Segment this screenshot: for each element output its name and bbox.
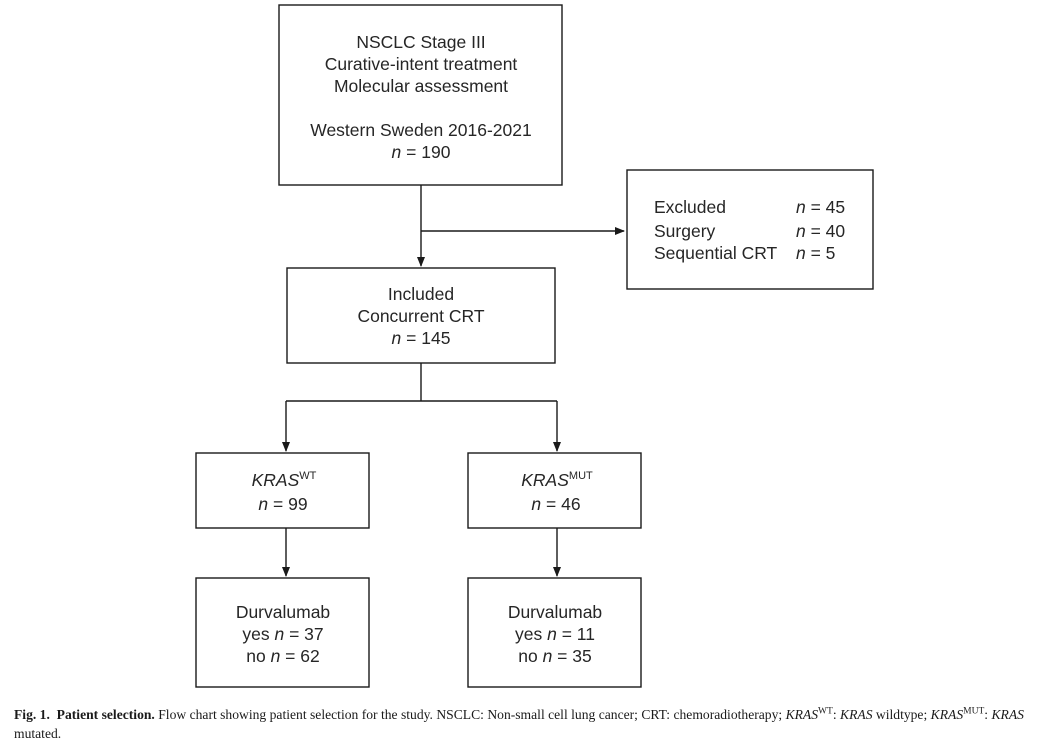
caption-text-2: : [832, 707, 841, 722]
kras-wt-title: KRASWT [252, 470, 317, 490]
caption-text-3: wildtype; [872, 707, 931, 722]
node-top: NSCLC Stage III Curative-intent treatmen… [278, 4, 563, 186]
durvalumab-wt-title: Durvalumab [236, 602, 330, 622]
caption-gene-2: KRAS [840, 707, 873, 722]
figure-label: Fig. 1. [14, 707, 50, 722]
figure-title: Patient selection. [56, 707, 155, 722]
durvalumab-mut-yes: yes n = 11 [515, 624, 595, 644]
excluded-count: n = 45 [796, 197, 845, 217]
caption-text-5: mutated. [14, 726, 62, 741]
top-line-3: Molecular assessment [334, 76, 508, 96]
excluded-label: Excluded [654, 197, 726, 217]
durvalumab-wt-yes: yes n = 37 [242, 624, 323, 644]
caption-sup-3: MUT [963, 706, 985, 717]
caption-text-4: : [984, 707, 992, 722]
node-kras-wt: KRASWT n = 99 [195, 452, 370, 529]
top-line-2: Curative-intent treatment [325, 54, 518, 74]
durvalumab-mut-title: Durvalumab [508, 602, 602, 622]
caption-gene-4: KRAS [991, 707, 1024, 722]
kras-mut-title: KRASMUT [521, 470, 593, 490]
caption-text-1: Flow chart showing patient selection for… [154, 707, 786, 722]
included-count: n = 145 [392, 328, 451, 348]
top-line-1: NSCLC Stage III [356, 32, 485, 52]
caption-sup-1: WT [818, 706, 833, 717]
surgery-count: n = 40 [796, 221, 845, 241]
node-durvalumab-wt: Durvalumab yes n = 37 no n = 62 [195, 577, 370, 688]
caption-gene-3: KRAS [930, 707, 964, 722]
sequential-crt-label: Sequential CRT [654, 243, 778, 263]
durvalumab-wt-no: no n = 62 [246, 646, 319, 666]
node-included: Included Concurrent CRT n = 145 [286, 267, 556, 364]
flow-chart: NSCLC Stage III Curative-intent treatmen… [195, 4, 874, 688]
surgery-label: Surgery [654, 221, 716, 241]
kras-wt-count: n = 99 [258, 494, 307, 514]
included-line-1: Included [388, 284, 454, 304]
kras-mut-count: n = 46 [531, 494, 580, 514]
caption-gene-1: KRAS [785, 707, 819, 722]
node-kras-mut: KRASMUT n = 46 [467, 452, 642, 529]
top-line-4: Western Sweden 2016-2021 [310, 120, 532, 140]
node-durvalumab-mut: Durvalumab yes n = 11 no n = 35 [467, 577, 642, 688]
top-count: n = 190 [392, 142, 451, 162]
figure-caption: Fig. 1. Patient selection. Flow chart sh… [14, 705, 1054, 743]
node-excluded: Excluded n = 45 Surgery n = 40 Sequentia… [626, 169, 874, 290]
sequential-crt-count: n = 5 [796, 243, 835, 263]
durvalumab-mut-no: no n = 35 [518, 646, 591, 666]
included-line-2: Concurrent CRT [357, 306, 484, 326]
